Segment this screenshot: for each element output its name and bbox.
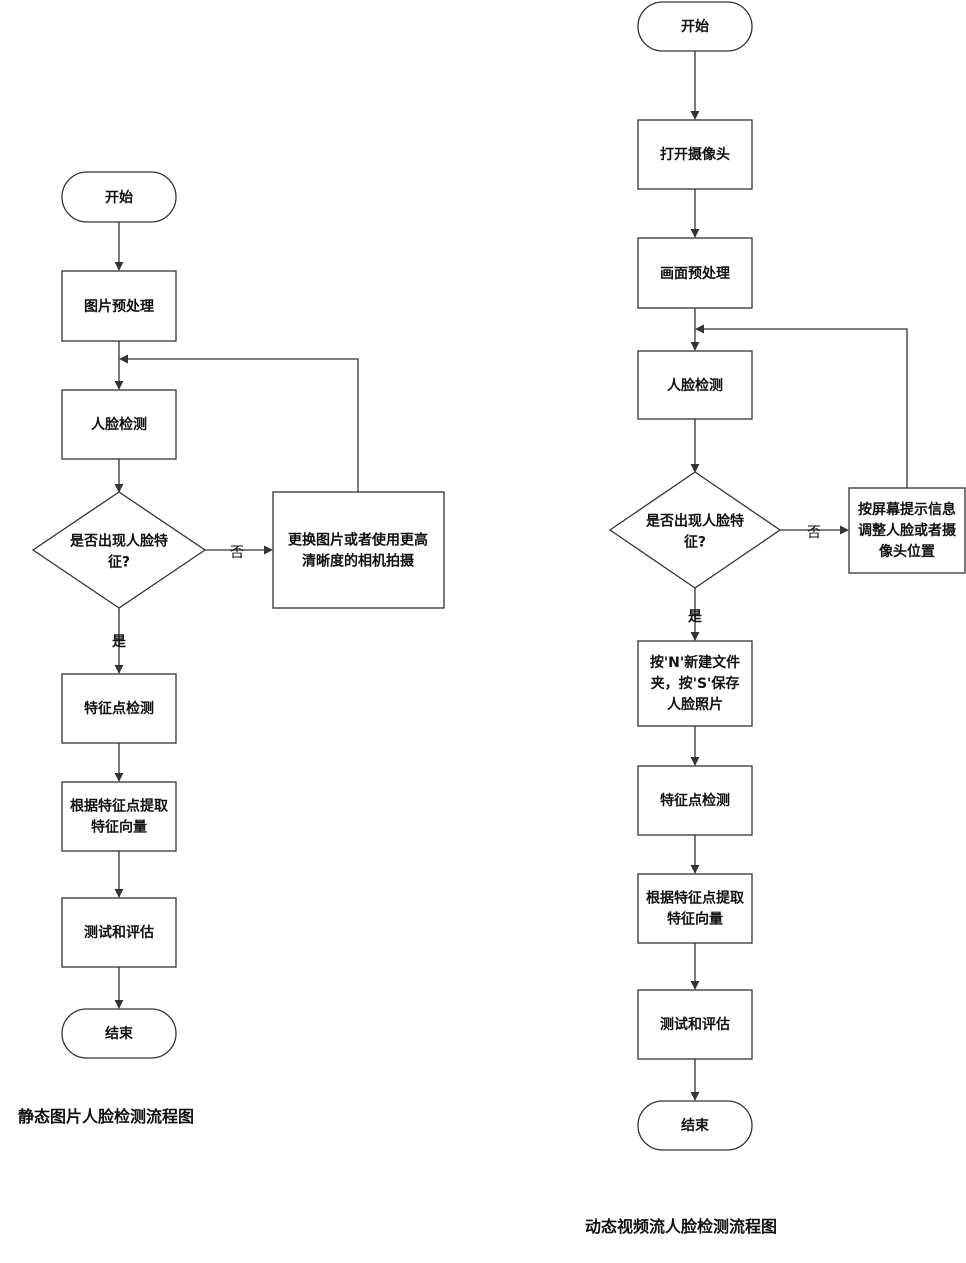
start-node: 开始: [61, 171, 177, 223]
video-flowchart-caption: 动态视频流人脸检测流程图: [585, 1217, 777, 1236]
end-node: 结束: [637, 1100, 753, 1151]
node-label-line: 征?: [108, 554, 130, 571]
svg-text:根据特征点提取特征向量: 根据特征点提取特征向量: [646, 890, 745, 928]
svg-text:是否出现人脸特征?: 是否出现人脸特征?: [70, 533, 168, 571]
node-label-line: 打开摄像头: [660, 146, 730, 163]
svg-text:特征点检测: 特征点检测: [84, 700, 154, 717]
edge-adjust-loop: [695, 324, 908, 488]
node-label-line: 图片预处理: [84, 298, 154, 315]
node-label-line: 测试和评估: [660, 1016, 730, 1033]
face-feature-decision: 是否出现人脸特征?: [31, 491, 207, 609]
video-stream-flowchart: 开始 打开摄像头 画面预处理 人脸检测 是否出现人脸特征? 否 按屏幕提示信息调…: [585, 1, 966, 1236]
node-label-line: 人脸检测: [667, 377, 723, 394]
node-label-line: 按'N'新建文件: [650, 654, 740, 671]
svg-text:按'N'新建文件夹，按'S'保存人脸照片: 按'N'新建文件夹，按'S'保存人脸照片: [650, 654, 740, 713]
end-node: 结束: [61, 1008, 177, 1059]
node-label-line: 更换图片或者使用更高: [288, 532, 428, 549]
node-label-line: 根据特征点提取: [646, 890, 745, 907]
svg-text:是否出现人脸特征?: 是否出现人脸特征?: [646, 513, 744, 551]
node-label-line: 是否出现人脸特: [70, 533, 168, 550]
node-label-line: 结束: [681, 1117, 710, 1134]
svg-text:按屏幕提示信息调整人脸或者摄像头位置: 按屏幕提示信息调整人脸或者摄像头位置: [858, 501, 957, 560]
node-label-line: 画面预处理: [660, 265, 730, 282]
node-label-line: 人脸照片: [667, 696, 723, 713]
no-label: 否: [807, 525, 821, 541]
svg-text:打开摄像头: 打开摄像头: [660, 146, 730, 163]
yes-label: 是: [688, 609, 703, 625]
start-node: 开始: [637, 1, 753, 52]
preprocess-box: 图片预处理: [61, 270, 177, 342]
svg-text:测试和评估: 测试和评估: [84, 924, 154, 941]
svg-text:开始: 开始: [105, 189, 133, 206]
node-label-line: 特征向量: [667, 911, 723, 928]
frame-preprocess-box: 画面预处理: [637, 237, 753, 309]
node-label-line: 调整人脸或者摄: [858, 522, 957, 539]
node-label-line: 夹，按'S'保存: [651, 675, 740, 692]
no-label: 否: [230, 545, 244, 561]
face-feature-decision: 是否出现人脸特征?: [608, 471, 782, 589]
node-label-line: 测试和评估: [84, 924, 154, 941]
node-label-line: 特征点检测: [84, 700, 154, 717]
node-label-line: 征?: [684, 534, 706, 551]
static-flowchart-caption: 静态图片人脸检测流程图: [18, 1107, 194, 1126]
svg-text:人脸检测: 人脸检测: [91, 416, 147, 433]
svg-text:结束: 结束: [681, 1117, 710, 1134]
node-label-line: 人脸检测: [91, 416, 147, 433]
node-label-line: 按屏幕提示信息: [858, 501, 956, 518]
node-label-line: 是否出现人脸特: [646, 513, 744, 530]
svg-text:画面预处理: 画面预处理: [660, 265, 730, 282]
svg-text:根据特征点提取特征向量: 根据特征点提取特征向量: [70, 798, 169, 836]
svg-text:结束: 结束: [105, 1025, 134, 1042]
svg-text:特征点检测: 特征点检测: [660, 792, 730, 809]
node-label-line: 特征点检测: [660, 792, 730, 809]
svg-text:测试和评估: 测试和评估: [660, 1016, 730, 1033]
node-label-line: 特征向量: [91, 819, 147, 836]
landmark-detect-box: 特征点检测: [61, 673, 177, 744]
retry-box: 更换图片或者使用更高清晰度的相机拍摄: [272, 491, 445, 609]
node-label-line: 根据特征点提取: [70, 798, 169, 815]
node-label-line: 清晰度的相机拍摄: [302, 553, 415, 570]
node-label-line: 开始: [105, 189, 133, 206]
face-detect-box: 人脸检测: [61, 389, 177, 460]
yes-label: 是: [112, 634, 127, 650]
static-image-flowchart: 开始 图片预处理 人脸检测 是否出现人脸特征? 否 更换图片或者使用更高清晰度的…: [18, 171, 445, 1126]
landmark-detect-box: 特征点检测: [637, 765, 753, 836]
svg-text:开始: 开始: [681, 18, 709, 35]
face-detect-box: 人脸检测: [637, 350, 753, 420]
node-label-line: 像头位置: [879, 543, 935, 560]
evaluate-box: 测试和评估: [637, 989, 753, 1060]
svg-text:人脸检测: 人脸检测: [667, 377, 723, 394]
evaluate-box: 测试和评估: [61, 897, 177, 968]
open-camera-box: 打开摄像头: [637, 119, 753, 190]
feature-extract-box: 根据特征点提取特征向量: [637, 873, 753, 944]
svg-text:更换图片或者使用更高清晰度的相机拍摄: 更换图片或者使用更高清晰度的相机拍摄: [288, 532, 428, 570]
svg-text:图片预处理: 图片预处理: [84, 298, 154, 315]
edge-retry-loop: [119, 354, 359, 492]
feature-extract-box: 根据特征点提取特征向量: [61, 781, 177, 852]
save-photo-box: 按'N'新建文件夹，按'S'保存人脸照片: [637, 640, 753, 727]
node-label-line: 结束: [105, 1025, 134, 1042]
node-label-line: 开始: [681, 18, 709, 35]
adjust-position-box: 按屏幕提示信息调整人脸或者摄像头位置: [848, 487, 966, 574]
